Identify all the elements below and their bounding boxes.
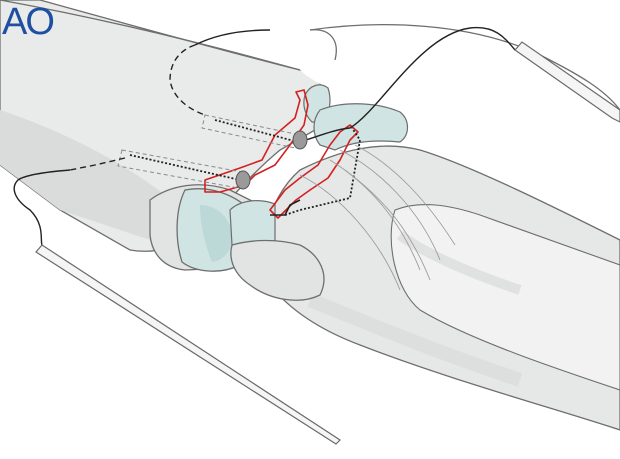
drill-channels [117, 114, 301, 189]
tendon-fibers [299, 144, 456, 291]
ao-logo-text: AO [2, 1, 53, 40]
needle-upper-right [514, 41, 620, 123]
distal-shaft [262, 145, 620, 431]
drill-holes [235, 130, 308, 190]
ao-logo: AO [2, 1, 55, 40]
volar-fragment [230, 239, 325, 301]
articular-cartilage [176, 84, 409, 272]
needle-lower-left [35, 244, 341, 445]
suture-thread [13, 26, 516, 246]
